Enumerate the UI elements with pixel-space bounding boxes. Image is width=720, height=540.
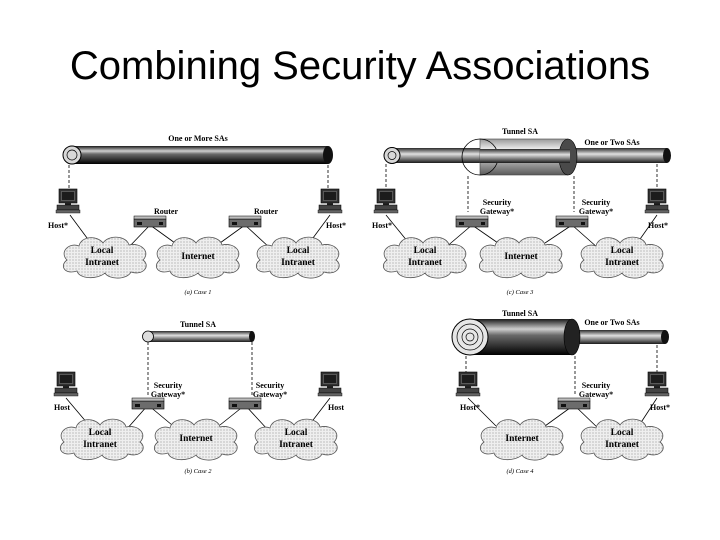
- panel-caption: (b) Case 2: [184, 468, 212, 475]
- network-link: [444, 224, 473, 249]
- gateway-label: Security: [154, 381, 182, 390]
- host-label: Host*: [460, 403, 480, 412]
- security-gateway-icon: [555, 215, 589, 228]
- gateway-label: Gateway*: [579, 390, 613, 399]
- gateway-label: Gateway*: [151, 390, 185, 399]
- network-link: [385, 214, 409, 243]
- host-computer-icon: [317, 371, 343, 397]
- cloud-label: Internet: [504, 252, 538, 262]
- network-link: [244, 224, 271, 249]
- host-label: Host*: [326, 221, 346, 230]
- network-link: [571, 224, 599, 249]
- tunnel-label: Tunnel SA: [180, 320, 216, 329]
- outer-sa-label: One or Two SAs: [584, 318, 639, 327]
- cloud-label: Intranet: [605, 440, 640, 450]
- cloud-label: Local: [611, 428, 634, 438]
- cloud-label: Intranet: [281, 258, 316, 268]
- tunnel-label: One or More SAs: [168, 134, 227, 143]
- panel-case-4: Tunnel SA One or Two SAs Host* Host* Sec…: [451, 309, 670, 475]
- sa-tunnel: [62, 145, 333, 165]
- cloud-label: Intranet: [279, 440, 314, 450]
- gateway-label: Gateway*: [480, 207, 514, 216]
- cloud-label: Local: [285, 428, 308, 438]
- panel-caption: (c) Case 3: [507, 289, 534, 296]
- network-link: [309, 397, 331, 425]
- network-link: [69, 214, 91, 243]
- host-label: Host*: [372, 221, 392, 230]
- cloud-label: Internet: [179, 434, 213, 444]
- host-computer-icon: [644, 371, 670, 397]
- host-computer-icon: [644, 188, 670, 214]
- network-link: [149, 224, 176, 244]
- router-icon: [133, 215, 167, 228]
- host-computer-icon: [455, 371, 481, 397]
- host-computer-icon: [373, 188, 399, 214]
- security-gateway-icon: [131, 397, 165, 410]
- cloud-label: Local: [611, 246, 634, 256]
- panel-caption: (d) Case 4: [506, 468, 534, 475]
- security-gateway-icon: [557, 397, 591, 410]
- gateway-label: Security: [483, 198, 511, 207]
- cloud-label: Intranet: [83, 440, 118, 450]
- gateway-label: Security: [256, 381, 284, 390]
- tunnel-sa: [451, 318, 581, 356]
- network-link: [637, 214, 658, 243]
- host-computer-icon: [53, 371, 79, 397]
- tunnel-sa: [142, 330, 255, 343]
- host-label: Host*: [48, 221, 68, 230]
- host-label: Host: [328, 403, 344, 412]
- panel-case-1: One or More SAs Host* Host* Router Route…: [48, 134, 346, 296]
- host-computer-icon: [317, 188, 343, 214]
- host-label: Host*: [650, 403, 670, 412]
- panel-case-2: Tunnel SA Host Host Security Gateway* Se…: [53, 320, 344, 475]
- cloud-label: Local: [287, 246, 310, 256]
- cloud-label: Intranet: [408, 258, 443, 268]
- network-link: [544, 224, 573, 244]
- network-link: [467, 397, 497, 427]
- security-gateway-icon: [455, 215, 489, 228]
- host-label: Host: [54, 403, 70, 412]
- gateway-label: Gateway*: [253, 390, 287, 399]
- gateway-label: Gateway*: [579, 207, 613, 216]
- network-link: [65, 397, 89, 425]
- panel-caption: (a) Case 1: [184, 289, 211, 296]
- cloud-label: Local: [414, 246, 437, 256]
- router-icon: [228, 215, 262, 228]
- gateway-label: Security: [582, 198, 610, 207]
- cloud-label: Local: [89, 428, 112, 438]
- gateway-label: Security: [582, 381, 610, 390]
- slide-title: Combining Security Associations: [69, 44, 651, 88]
- cloud-label: Internet: [181, 252, 215, 262]
- cloud-label: Intranet: [605, 258, 640, 268]
- cloud-label: Intranet: [85, 258, 120, 268]
- panel-case-3: Tunnel SA One or Two SAs Host* Host* Sec…: [372, 127, 671, 296]
- network-link: [219, 224, 246, 244]
- security-gateway-icon: [228, 397, 262, 410]
- outer-sa-label: One or Two SAs: [584, 138, 639, 147]
- tunnel-label: Tunnel SA: [502, 309, 538, 318]
- cloud-label: Internet: [505, 434, 539, 444]
- network-link: [471, 224, 499, 244]
- host-label: Host*: [648, 221, 668, 230]
- host-computer-icon: [55, 188, 81, 214]
- tunnel-sa: [461, 138, 578, 176]
- network-link: [639, 397, 658, 425]
- router-label: Router: [154, 207, 178, 216]
- tunnel-label: Tunnel SA: [502, 127, 538, 136]
- router-label: Router: [254, 207, 278, 216]
- cloud-label: Local: [91, 246, 114, 256]
